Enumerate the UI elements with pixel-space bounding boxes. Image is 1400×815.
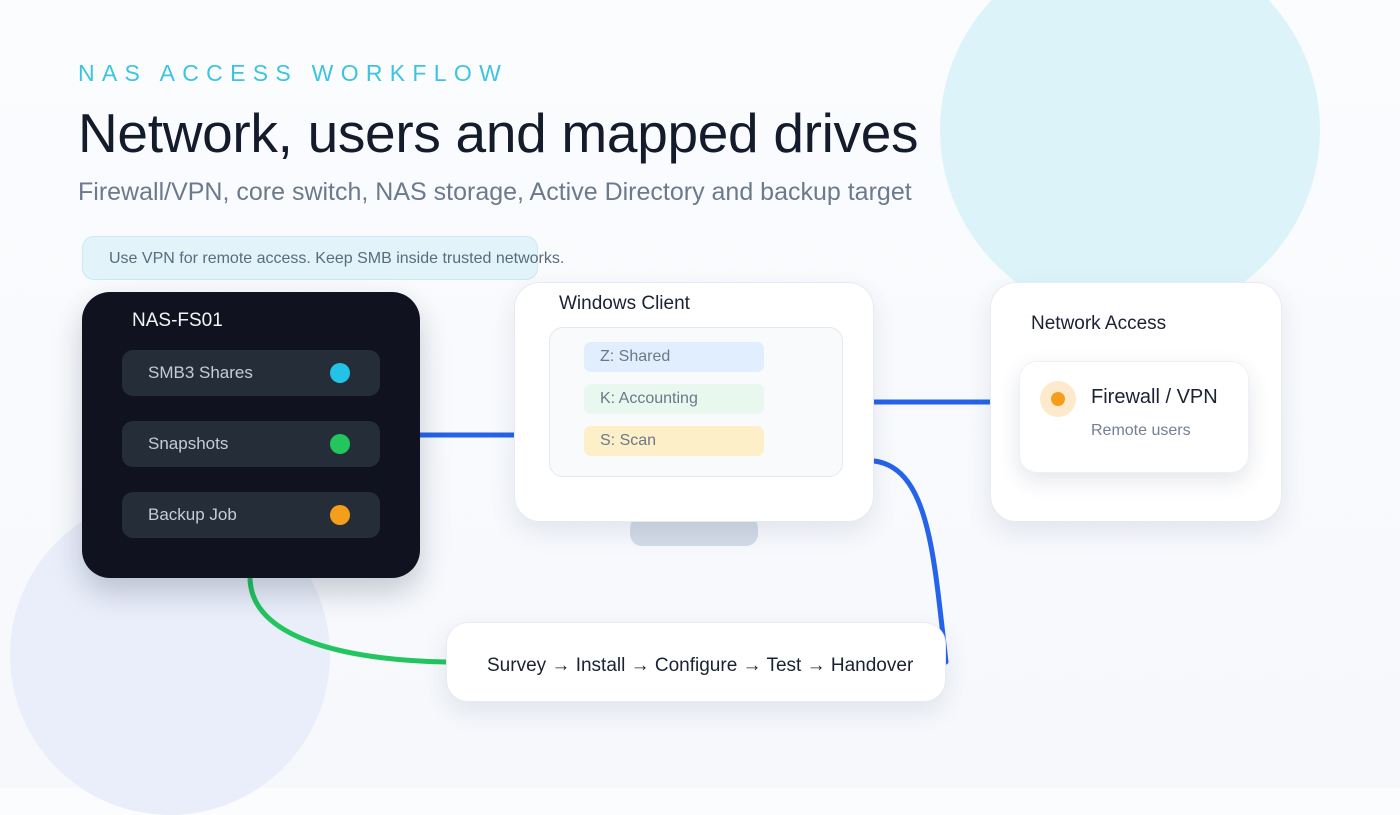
- status-dot: [330, 434, 350, 454]
- firewall-vpn-card: Firewall / VPN Remote users: [1019, 361, 1249, 473]
- firewall-subtitle: Remote users: [1091, 422, 1191, 439]
- nas-card: NAS-FS01 SMB3 Shares Snapshots Backup Jo…: [82, 292, 420, 578]
- status-dot: [330, 505, 350, 525]
- mapped-drives-panel: Z: Shared K: Accounting S: Scan: [549, 327, 843, 477]
- status-dot: [330, 363, 350, 383]
- nas-item-backup-job: Backup Job: [122, 492, 380, 538]
- info-note: Use VPN for remote access. Keep SMB insi…: [82, 236, 564, 280]
- page-title: Network, users and mapped drives: [78, 102, 919, 164]
- nas-item-snapshots: Snapshots: [122, 421, 380, 467]
- windows-client-card: Windows Client Z: Shared K: Accounting S…: [514, 282, 874, 522]
- nas-item-smb3-shares: SMB3 Shares: [122, 350, 380, 396]
- connector-nas-to-process: [247, 574, 449, 665]
- status-dot: [1051, 392, 1065, 406]
- nas-item-label: Snapshots: [148, 434, 229, 453]
- process-steps-card: Survey → Install → Configure → Test → Ha…: [446, 622, 946, 702]
- client-title: Windows Client: [559, 293, 690, 314]
- process-steps: Survey → Install → Configure → Test → Ha…: [487, 655, 914, 676]
- connector-client-to-process: [871, 458, 949, 665]
- drive-item-accounting: K: Accounting: [584, 384, 764, 414]
- nas-item-label: Backup Job: [148, 505, 237, 524]
- firewall-title: Firewall / VPN: [1091, 386, 1218, 408]
- drive-item-scan: S: Scan: [584, 426, 764, 456]
- page-subtitle: Firewall/VPN, core switch, NAS storage, …: [78, 178, 912, 206]
- network-title: Network Access: [1031, 313, 1167, 334]
- eyebrow-label: NAS ACCESS WORKFLOW: [78, 60, 509, 86]
- background-circle-cyan: [940, 0, 1320, 320]
- nas-item-label: SMB3 Shares: [148, 363, 253, 382]
- connector-lines: [247, 399, 995, 665]
- drive-item-shared: Z: Shared: [584, 342, 764, 372]
- network-access-card: Network Access Firewall / VPN Remote use…: [990, 282, 1282, 522]
- nas-title: NAS-FS01: [132, 310, 223, 331]
